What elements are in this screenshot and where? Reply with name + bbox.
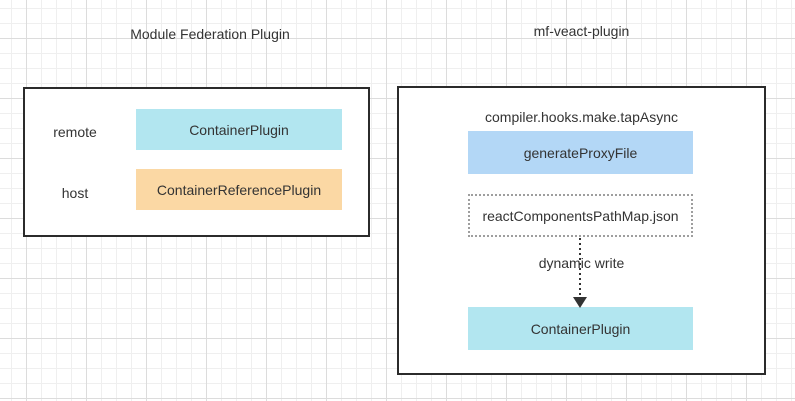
left-panel-title: Module Federation Plugin — [130, 26, 290, 42]
dynamic-write-label: dynamic write — [538, 255, 625, 271]
host-row-label: host — [61, 185, 89, 201]
container-reference-plugin-node: ContainerReferencePlugin — [136, 169, 342, 210]
module-federation-panel: remote ContainerPlugin host ContainerRef… — [23, 87, 370, 237]
dotted-arrow-line — [579, 238, 581, 298]
right-panel-title: mf-veact-plugin — [533, 23, 630, 39]
container-plugin-node: ContainerPlugin — [136, 109, 342, 150]
arrow-head-icon — [573, 297, 587, 308]
mf-veact-plugin-panel: compiler.hooks.make.tapAsync generatePro… — [397, 86, 766, 375]
remote-row-label: remote — [53, 124, 97, 140]
compiler-hook-text: compiler.hooks.make.tapAsync — [485, 109, 678, 125]
generate-proxy-file-node: generateProxyFile — [468, 131, 693, 174]
container-plugin-result-node: ContainerPlugin — [468, 307, 693, 350]
react-components-path-map-node: reactComponentsPathMap.json — [468, 194, 693, 237]
